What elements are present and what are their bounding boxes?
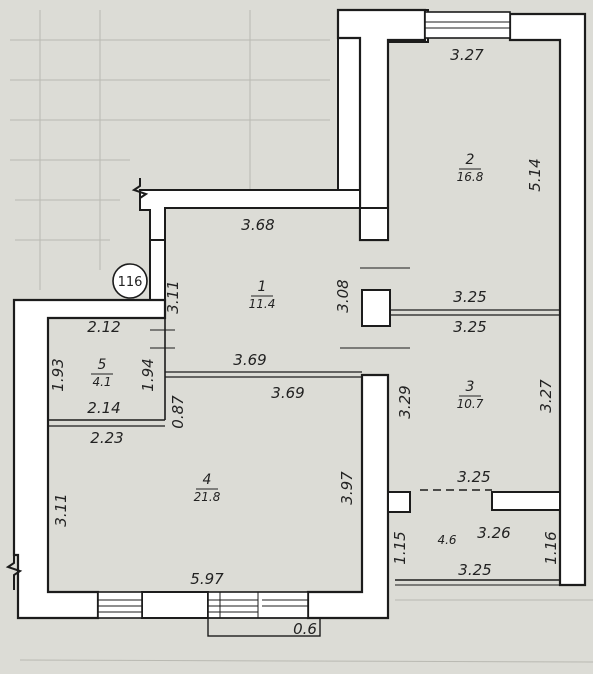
building-number-text: 116 bbox=[118, 275, 143, 290]
dimension-label: 3.26 bbox=[477, 524, 510, 542]
room-number: 4 bbox=[203, 472, 212, 488]
dimension-label: 3.25 bbox=[453, 318, 486, 336]
room-label: 421.8 bbox=[194, 472, 221, 504]
room-label: 310.7 bbox=[457, 379, 484, 411]
dimension-label: 2.14 bbox=[87, 399, 120, 417]
room-area: 11.4 bbox=[249, 297, 276, 311]
room-label: 216.8 bbox=[457, 152, 484, 184]
dimension-label: 2.23 bbox=[90, 429, 123, 447]
dimension-label: 3.27 bbox=[450, 46, 484, 64]
dimension-label: 3.68 bbox=[241, 216, 274, 234]
dimension-label: 1.93 bbox=[49, 358, 67, 391]
room-number: 2 bbox=[466, 152, 475, 168]
dimension-label: 0.87 bbox=[169, 395, 187, 429]
dimension-label: 3.08 bbox=[334, 279, 352, 312]
dimension-label: 1.16 bbox=[542, 531, 560, 564]
dimension-label: 5.97 bbox=[190, 570, 224, 588]
dimension-label: 1.94 bbox=[139, 358, 157, 391]
room-area: 4.6 bbox=[437, 533, 456, 547]
paper-grid-lines bbox=[10, 10, 593, 663]
building-number-badge: 116 bbox=[112, 263, 148, 299]
dimension-label: 3.29 bbox=[396, 385, 414, 418]
dimension-label: 3.11 bbox=[164, 280, 182, 313]
room-number: 1 bbox=[258, 279, 267, 295]
dimension-label: 2.12 bbox=[87, 318, 120, 336]
room-area: 4.1 bbox=[92, 375, 111, 389]
dimension-label: 1.15 bbox=[391, 531, 409, 564]
room-number: 5 bbox=[98, 357, 107, 373]
dimension-label: 0.6 bbox=[293, 620, 317, 638]
room-label: 54.1 bbox=[91, 357, 113, 389]
room-label: 111.4 bbox=[249, 279, 276, 311]
partitions bbox=[48, 267, 560, 491]
room-label: 4.6 bbox=[437, 533, 456, 547]
room-area: 21.8 bbox=[194, 490, 221, 504]
dimension-label: 5.14 bbox=[526, 158, 544, 191]
bottom-windows bbox=[97, 591, 321, 637]
room-area: 16.8 bbox=[457, 170, 484, 184]
room-number: 3 bbox=[466, 379, 475, 395]
room-area: 10.7 bbox=[457, 397, 484, 411]
break-marks bbox=[5, 178, 149, 590]
dimension-label: 3.11 bbox=[52, 493, 70, 526]
dimension-label: 3.27 bbox=[537, 379, 555, 413]
dimension-label: 3.97 bbox=[338, 471, 356, 505]
dimension-label: 3.25 bbox=[453, 288, 486, 306]
dimension-label: 3.69 bbox=[271, 384, 304, 402]
dimension-label: 3.25 bbox=[457, 468, 490, 486]
dimension-label: 3.25 bbox=[458, 561, 491, 579]
dimension-labels: 3.27 5.14 3.68 3.11 3.08 3.25 3.25 2.12 1.93 1.94… bbox=[49, 46, 560, 638]
dimension-label: 3.69 bbox=[233, 351, 266, 369]
